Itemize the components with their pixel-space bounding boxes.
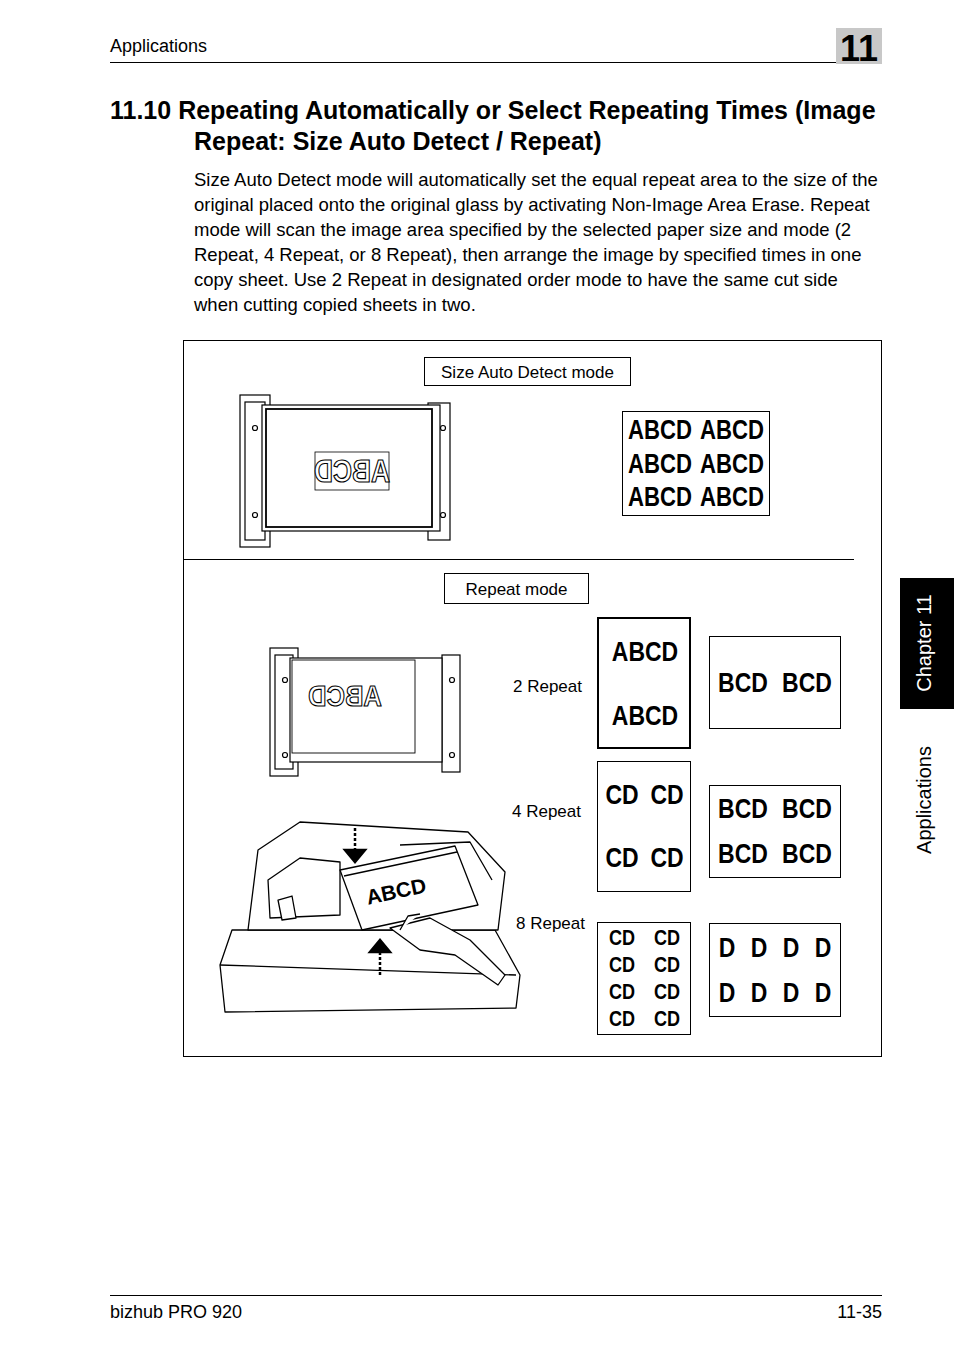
repeated-image: CD [650,781,683,809]
document-feeder [220,822,520,1012]
repeated-image: ABCD [612,702,678,730]
repeated-image: D [751,934,768,962]
repeated-image: CD [653,954,679,976]
chapter-tab [900,578,954,709]
copy-sheet: ABCD ABCD [597,617,691,749]
copy-sheet: DDDDDDDD [709,923,841,1017]
repeated-image: BCD [718,669,768,697]
repeated-image: CD [653,927,679,949]
copy-sheet: BCD BCD BCD BCD [709,785,841,878]
chapter-number: 11 [836,27,882,70]
original-image: ABCD [364,872,429,909]
page-number: 11-35 [700,1301,882,1323]
repeated-image: D [751,979,768,1007]
mode-title-box: Repeat mode [444,573,589,604]
repeated-image: ABCD [700,416,764,443]
repeated-image: BCD [718,795,768,823]
repeated-image: CD [653,981,679,1003]
repeated-image: ABCD [700,450,764,477]
repeated-image: ABCD [612,638,678,666]
figure-frame [184,341,882,1057]
copy-sheet: CD CD CD CD [597,761,691,892]
repeated-image: D [815,934,832,962]
repeated-image: CD [605,781,638,809]
repeated-image: CD [608,927,634,949]
repeated-image: ABCD [628,450,692,477]
repeated-image: CD [608,954,634,976]
repeated-image: D [783,934,800,962]
repeated-image: ABCD [700,484,764,511]
header-rule [110,62,882,63]
running-footer: bizhub PRO 920 [110,1301,242,1323]
copy-sheet: BCD BCD [709,636,841,729]
footer-rule [110,1295,882,1296]
repeated-image: BCD [782,840,832,868]
repeated-image: D [719,934,736,962]
mode-label: 4 Repeat [512,802,581,822]
copy-sheet: CD CD CD CD CD CD CD CD [597,922,691,1035]
repeated-image: CD [605,844,638,872]
mode-label: 8 Repeat [516,914,585,934]
chapter-tab-label: Chapter 11 [912,594,936,691]
original-image: ABCD [308,678,382,714]
repeated-image: BCD [782,795,832,823]
box-title: Repeat mode [465,580,567,597]
repeated-image: D [815,979,832,1007]
repeated-image: BCD [782,669,832,697]
body-text: Size Auto Detect mode will automatically… [194,167,882,317]
repeated-image: CD [650,844,683,872]
section-title: 11.10 Repeating Automatically or Select … [110,95,880,157]
mode-title-box: Size Auto Detect mode [424,357,631,386]
figure-divider [183,559,854,560]
repeated-image: ABCD [628,416,692,443]
original-glass [270,648,460,776]
repeated-image: CD [608,981,634,1003]
repeated-image: ABCD [628,484,692,511]
repeated-image: BCD [718,840,768,868]
mode-label: 2 Repeat [513,677,582,697]
section-tab-label: Applications [912,746,936,854]
repeated-image: CD [608,1008,634,1030]
copy-sheet: ABCD ABCD ABCD ABCD ABCD ABCD [622,411,770,516]
running-header: Applications [110,35,207,57]
original-glass [240,395,450,547]
repeated-image: CD [653,1008,679,1030]
original-image: ABCD [314,453,390,490]
box-title: Size Auto Detect mode [441,363,614,380]
repeated-image: D [719,979,736,1007]
repeated-image: D [783,979,800,1007]
